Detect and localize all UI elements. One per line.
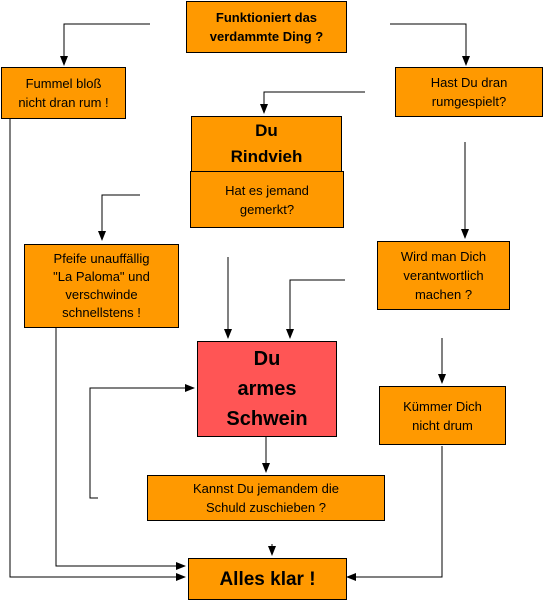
arrow-kuemmer-to-alles-klar — [346, 446, 443, 581]
node-pfeife: Pfeife unauffällig "La Paloma" und versc… — [24, 244, 179, 328]
arrow-start-to-hast-du — [390, 23, 470, 66]
node-kuemmer: Kümmer Dich nicht drum — [379, 386, 506, 445]
arrow-hast-du-to-rindvieh — [260, 91, 365, 114]
arrow-fummel-to-alles-klar — [9, 118, 186, 581]
node-rindvieh: Du Rindvieh — [191, 116, 342, 172]
node-gemerkt: Hat es jemand gemerkt? — [190, 171, 344, 228]
arrow-pfeife-to-alles-klar — [55, 328, 186, 570]
node-fummel: Fummel bloß nicht dran rum ! — [1, 67, 126, 119]
node-schwein: Du armes Schwein — [197, 341, 337, 437]
node-start: Funktioniert das verdammte Ding ? — [186, 1, 347, 53]
arrow-start-to-fummel — [60, 23, 150, 66]
arrow-verantwortlich-to-schwein — [286, 279, 345, 339]
node-verantwortlich: Wird man Dich verantwortlich machen ? — [377, 241, 510, 310]
node-schuld: Kannst Du jemandem die Schuld zuschieben… — [147, 475, 385, 521]
node-hast-du: Hast Du dran rumgespielt? — [395, 67, 543, 117]
arrow-gemerkt-to-pfeife — [98, 194, 140, 241]
node-alles-klar: Alles klar ! — [188, 558, 347, 600]
arrow-schuld-loop-to-schwein — [89, 384, 195, 499]
